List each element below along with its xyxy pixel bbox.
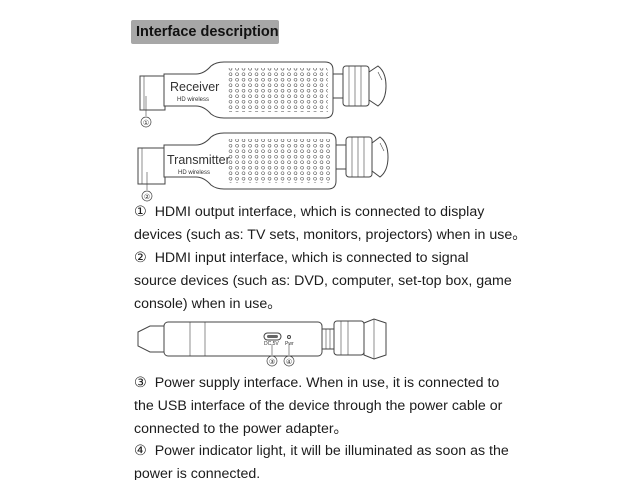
item-line: power is connected. [134,466,261,480]
side-view-body [163,321,323,357]
item-hdmi-input: ② HDMI input interface, which is connect… [134,247,534,316]
item-line: console) when in use。 [134,296,282,312]
item-hdmi-output: ① HDMI output interface, which is connec… [134,201,534,247]
led-callout: ④ [286,358,292,366]
power-port-callout: ③ [269,358,275,366]
item-line: devices (such as: TV sets, monitors, pro… [134,227,527,243]
receiver-label: Receiver [170,80,219,94]
item-line: HDMI output interface, which is connecte… [154,204,485,220]
side-view-device [137,318,387,367]
side-view-antenna-base [321,328,335,350]
item-number: ③ [134,375,147,391]
transmitter-antenna [345,136,373,178]
item-power-indicator: ④ Power indicator light, it will be illu… [134,440,534,480]
side-view-antenna [333,320,365,356]
receiver-device [139,61,387,128]
receiver-antenna [342,65,370,107]
transmitter-device [137,132,389,202]
transmitter-hdmi-plug [137,147,166,185]
transmitter-sublabel: HD wireless [178,170,210,176]
item-line: connected to the power adapter。 [134,421,348,437]
receiver-callout: ① [143,119,149,127]
item-number: ④ [134,443,147,459]
receiver-sublabel: HD wireless [177,97,209,103]
side-view-hdmi-plug [137,325,165,353]
transmitter-label: Transmitter [167,153,230,167]
item-line: Power supply interface. When in use, it … [154,375,500,391]
item-number: ① [134,204,147,220]
led-label: Pwr [285,341,294,347]
power-port-label: DC 5V [264,341,279,347]
side-view-led [287,335,291,339]
item-number: ② [134,250,147,266]
transmitter-antenna-base [335,144,347,170]
transmitter-callout: ② [144,194,150,201]
item-line: source devices (such as: DVD, computer, … [134,273,512,289]
item-line: the USB interface of the device through … [134,398,503,414]
item-line: Power indicator light, it will be illumi… [154,443,509,459]
receiver-antenna-base [332,73,344,99]
item-line: HDMI input interface, which is connected… [154,250,469,266]
item-power-supply: ③ Power supply interface. When in use, i… [134,372,534,441]
section-heading: Interface description [131,20,279,44]
